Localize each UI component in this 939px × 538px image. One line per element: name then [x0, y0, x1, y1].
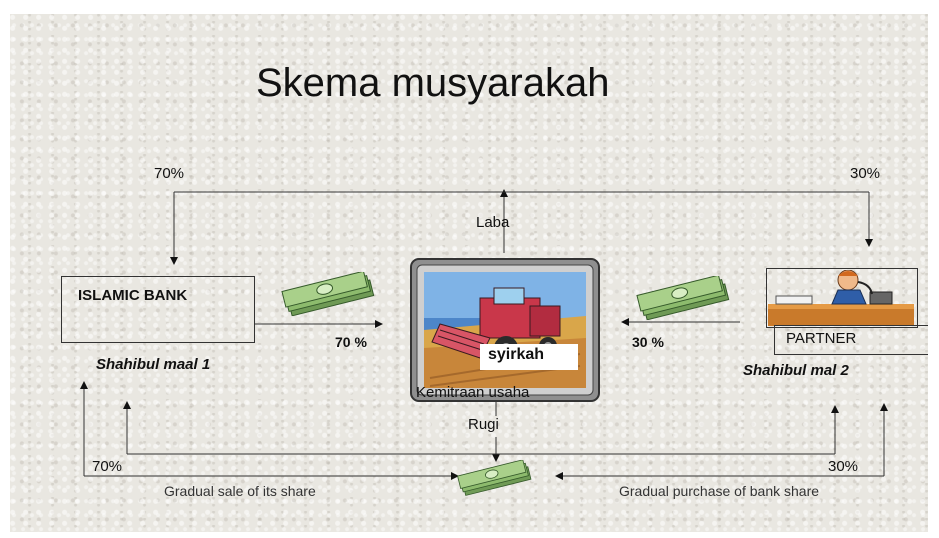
gradual-sale-label: Gradual sale of its share: [164, 483, 316, 499]
laba-label: Laba: [476, 214, 510, 231]
partner-label: PARTNER: [786, 330, 857, 347]
flow-lines: [80, 189, 888, 480]
businessman-on-phone-picture: [768, 270, 914, 326]
syirkah-label: syirkah: [480, 344, 578, 370]
rugi-label: Rugi: [468, 416, 499, 433]
gradual-purchase-label: Gradual purchase of bank share: [619, 483, 820, 499]
shahibul-maal-1: Shahibul maal 1: [96, 356, 211, 373]
kemitraan-label: Kemitraan usaha: [416, 384, 530, 401]
pct-mid-left: 70 %: [335, 334, 367, 350]
pct-bottom-left: 70%: [92, 458, 123, 475]
partner-box: [774, 325, 928, 355]
shahibul-mal-2: Shahibul mal 2: [743, 362, 849, 379]
money-stack-icon: [281, 272, 375, 316]
pct-top-right: 30%: [850, 165, 881, 182]
combine-harvester-picture: [410, 258, 600, 402]
islamic-bank-box: [61, 276, 255, 343]
money-stack-icon: [636, 276, 730, 320]
bank-label: ISLAMIC BANK: [78, 287, 188, 304]
partner-picture-frame: [766, 268, 918, 328]
slide-title: Skema musyarakah: [256, 61, 610, 105]
pct-top-left: 70%: [154, 165, 185, 182]
pct-mid-right: 30 %: [632, 334, 664, 350]
money-stack-icon: [457, 460, 532, 496]
slide: Skema musyarakah: [10, 14, 928, 532]
pct-bottom-right: 30%: [828, 458, 859, 475]
